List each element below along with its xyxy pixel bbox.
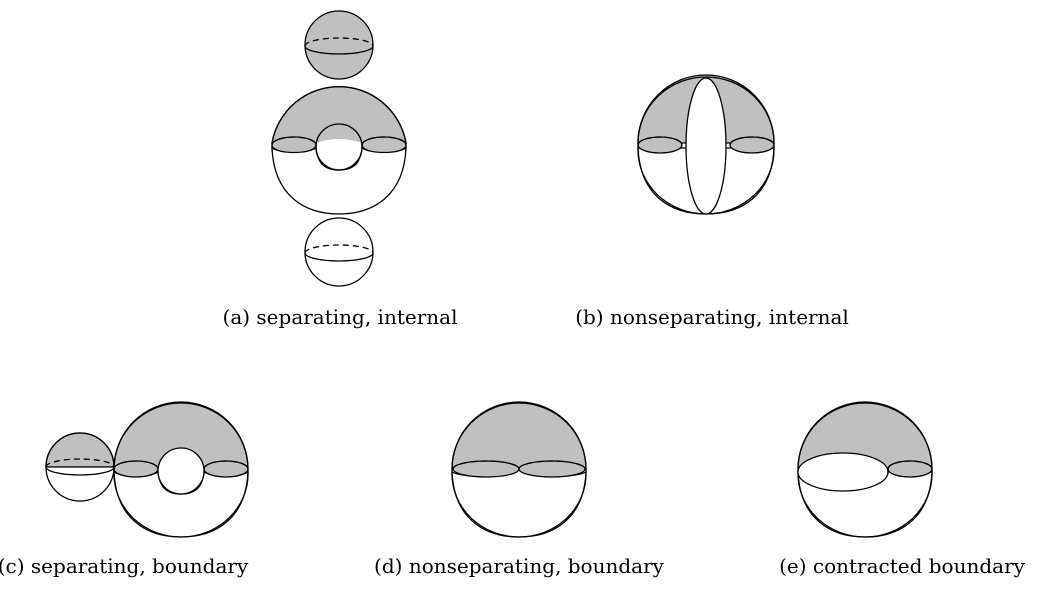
figure-d bbox=[451, 401, 587, 538]
caption-a: (a) separating, internal bbox=[222, 305, 458, 329]
caption-c: (c) separating, boundary bbox=[0, 554, 249, 578]
figure-a bbox=[271, 10, 407, 287]
figure-e bbox=[797, 401, 933, 538]
figure-a-main-sphere bbox=[271, 85, 407, 215]
figure-a-top-sphere bbox=[304, 10, 374, 80]
caption-b: (b) nonseparating, internal bbox=[575, 305, 849, 329]
caption-d: (d) nonseparating, boundary bbox=[374, 554, 664, 578]
figure-b bbox=[637, 74, 775, 215]
caption-e: (e) contracted boundary bbox=[779, 554, 1025, 578]
figure-a-bottom-sphere bbox=[304, 217, 374, 287]
figure-c bbox=[45, 401, 249, 538]
